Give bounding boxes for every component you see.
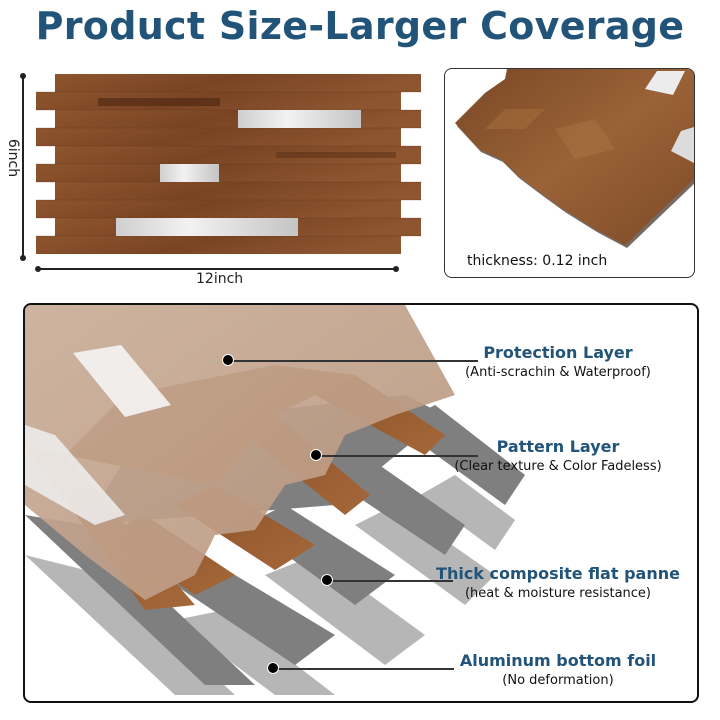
foil-leader-line [274, 668, 454, 670]
layer-title: Pattern Layer [496, 437, 620, 456]
protection-leader-line [228, 360, 478, 362]
layer-subtitle: (Anti-scrachin & Waterproof) [465, 365, 651, 380]
pattern-leader-line [317, 455, 478, 457]
layer-subtitle: (Clear texture & Color Fadeless) [454, 459, 662, 474]
height-dimension-line [20, 73, 26, 261]
protection-dot [222, 354, 234, 366]
aluminum-strip [116, 218, 298, 236]
layer-title: Aluminum bottom foil [459, 651, 657, 670]
composite-dot [321, 574, 333, 586]
layer-stack-illustration [25, 305, 525, 695]
page-title: Product Size-Larger Coverage [35, 4, 685, 48]
pattern-layer-label: Pattern Layer (Clear texture & Color Fad… [418, 437, 697, 474]
aluminum-strip [238, 110, 361, 128]
protection-layer-label: Protection Layer (Anti-scrachin & Waterp… [418, 343, 697, 380]
layer-subtitle: (No deformation) [502, 673, 614, 688]
aluminum-strip [160, 164, 219, 182]
thickness-label: thickness: 0.12 inch [467, 253, 608, 269]
layers-diagram-box: Protection Layer (Anti-scrachin & Waterp… [23, 303, 699, 703]
layer-title: Protection Layer [483, 343, 633, 362]
height-label: 6inch [5, 138, 22, 178]
wood-panel-angled-view [455, 69, 694, 248]
layer-subtitle: (heat & moisture resistance) [464, 586, 652, 601]
pattern-dot [310, 449, 322, 461]
thickness-view-box: thickness: 0.12 inch [444, 68, 695, 278]
composite-layer-label: Thick composite flat panne (heat & moist… [418, 564, 697, 601]
width-dimension-line [35, 266, 399, 272]
layer-title: Thick composite flat panne [436, 564, 680, 583]
width-label: 12inch [196, 271, 244, 287]
composite-leader-line [328, 580, 453, 582]
foil-layer-label: Aluminum bottom foil (No deformation) [418, 651, 697, 688]
wood-panel-front-view [36, 74, 422, 254]
foil-dot [267, 662, 279, 674]
